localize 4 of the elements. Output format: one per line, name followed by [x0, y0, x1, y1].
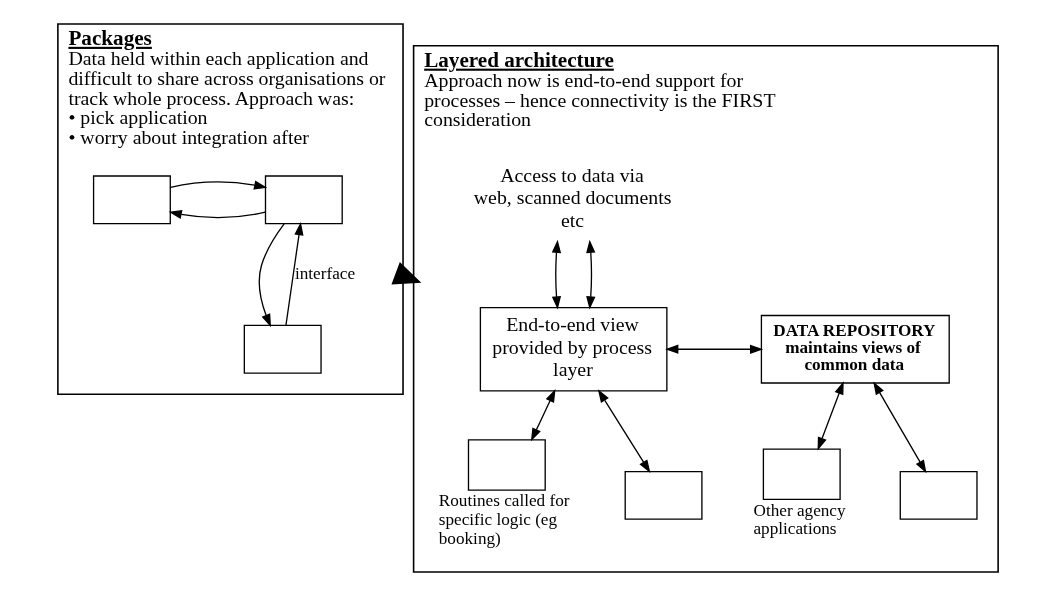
node-label: Other agency applications [753, 500, 846, 539]
node-text: Access to data via web, scanned documents etc [473, 163, 672, 231]
node-label: Routines called for specific logic (eg booking) [438, 491, 570, 548]
edge-label: interface [294, 264, 356, 284]
